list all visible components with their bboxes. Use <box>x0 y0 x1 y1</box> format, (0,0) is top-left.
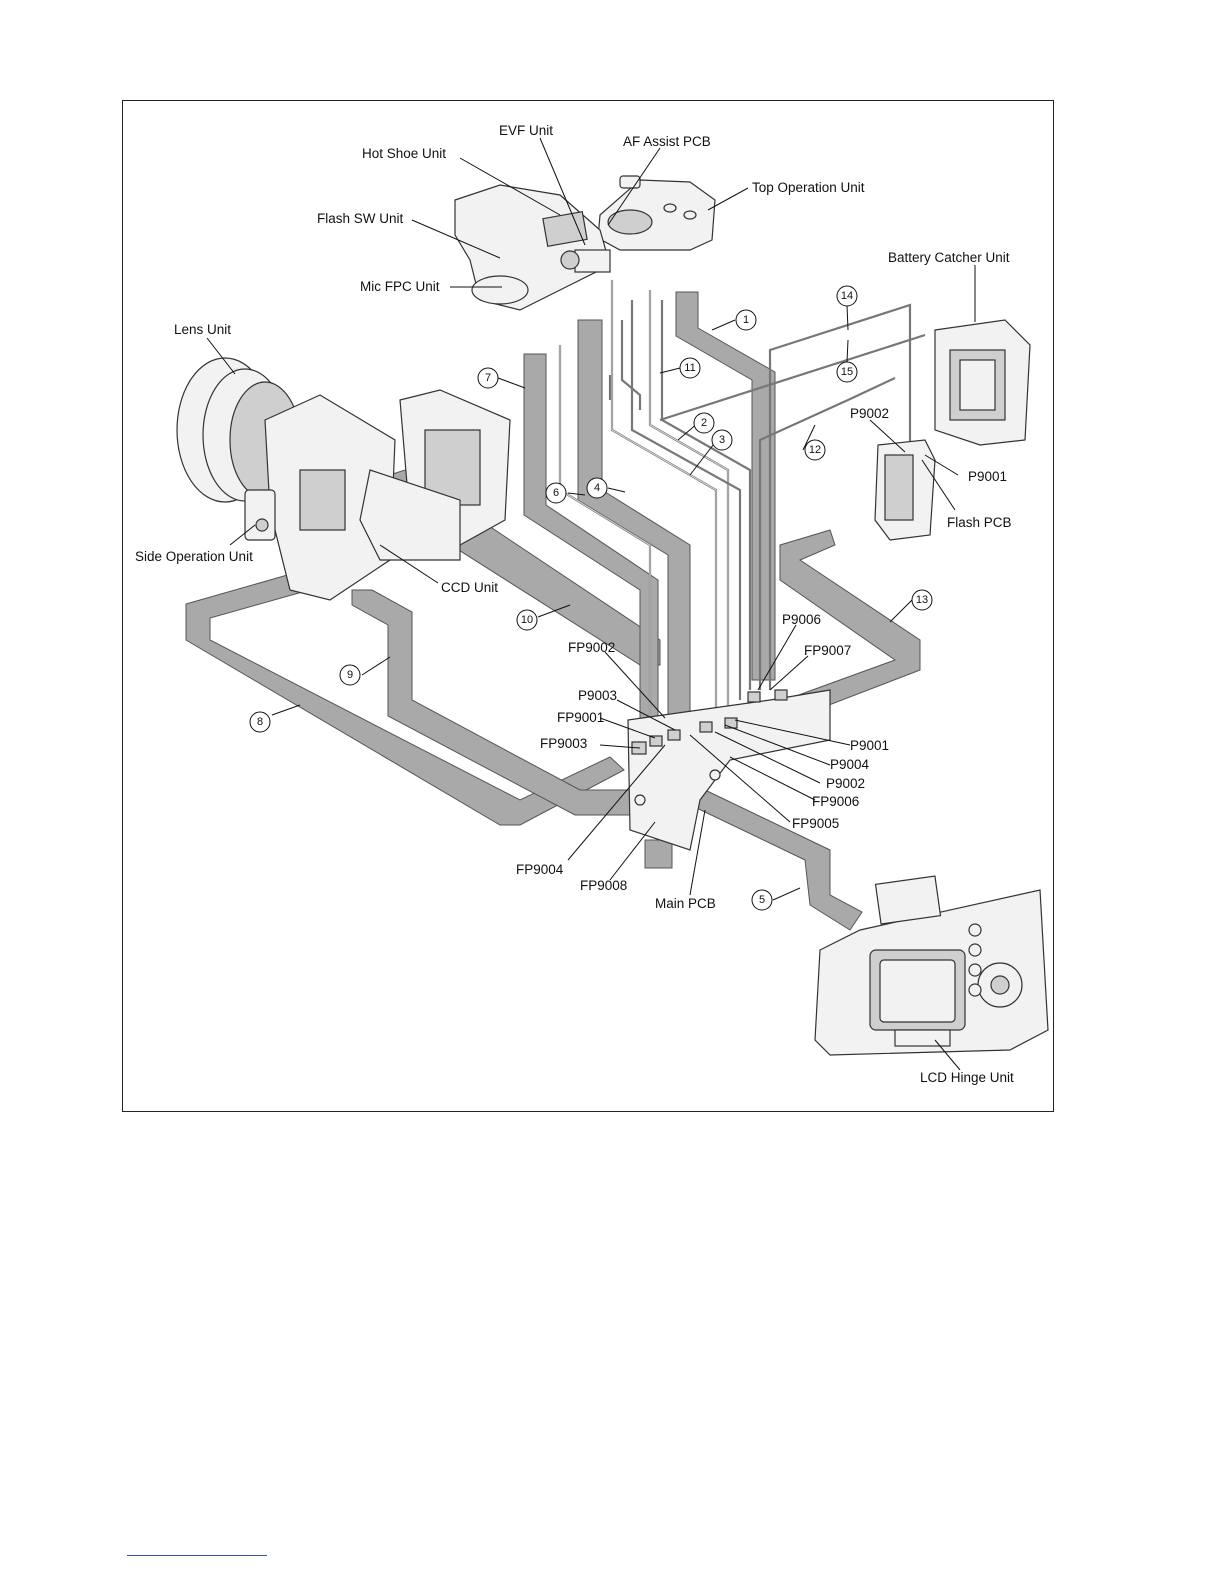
svg-text:11: 11 <box>684 362 695 374</box>
label-af-assist-pcb: AF Assist PCB <box>623 134 711 149</box>
cable-14 <box>768 303 912 690</box>
label-fp9006: FP9006 <box>812 794 859 809</box>
cable-number-5: 5 <box>751 889 773 911</box>
battery-catcher-unit-part <box>934 319 1031 446</box>
cable-number-12: 12 <box>804 439 826 461</box>
svg-text:8: 8 <box>257 716 263 728</box>
label-main-pcb: Main PCB <box>655 896 716 911</box>
svg-text:14: 14 <box>841 290 853 302</box>
cable-number-6: 6 <box>545 482 567 504</box>
cable-15 <box>659 333 926 422</box>
label-mic-fpc-unit: Mic FPC Unit <box>360 279 440 294</box>
cable-11 <box>620 320 642 410</box>
cable-main-lower <box>644 839 673 869</box>
top-operation-unit-part <box>597 175 716 251</box>
label-fp9007: FP9007 <box>804 643 851 658</box>
label-p9001-main: P9001 <box>850 738 889 753</box>
label-lens-unit: Lens Unit <box>174 322 231 337</box>
label-p9002-flash: P9002 <box>850 406 889 421</box>
svg-text:3: 3 <box>719 434 725 446</box>
label-p9002-main: P9002 <box>826 776 865 791</box>
label-lcd-hinge-unit: LCD Hinge Unit <box>920 1070 1014 1085</box>
cable-number-14: 14 <box>836 285 858 307</box>
label-evf-unit: EVF Unit <box>499 123 553 138</box>
label-p9004: P9004 <box>830 757 870 772</box>
svg-text:9: 9 <box>347 669 353 681</box>
flash-pcb-part <box>874 439 936 541</box>
cable-number-13: 13 <box>911 589 933 611</box>
leader-lines <box>206 137 976 1071</box>
cable-number-11: 11 <box>679 357 701 379</box>
svg-text:5: 5 <box>759 894 765 906</box>
cable-number-3: 3 <box>711 429 733 451</box>
label-flash-sw-unit: Flash SW Unit <box>317 211 404 226</box>
svg-text:1: 1 <box>743 314 749 326</box>
cable-number-7: 7 <box>477 367 499 389</box>
label-p9006-top: P9006 <box>782 612 821 627</box>
svg-text:12: 12 <box>809 444 821 456</box>
lcd-hinge-unit-part <box>814 875 1049 1056</box>
ccd-unit-part <box>359 389 511 561</box>
svg-text:7: 7 <box>485 372 491 384</box>
label-battery-catcher-unit: Battery Catcher Unit <box>888 250 1010 265</box>
svg-text:4: 4 <box>594 482 600 494</box>
label-top-operation-unit: Top Operation Unit <box>752 180 865 195</box>
label-ccd-unit: CCD Unit <box>441 580 498 595</box>
cable-1 <box>675 291 776 681</box>
cable-number-1: 1 <box>735 309 757 331</box>
label-p9003: P9003 <box>578 688 617 703</box>
label-fp9001: FP9001 <box>557 710 604 725</box>
label-hot-shoe-unit: Hot Shoe Unit <box>362 146 446 161</box>
label-fp9005: FP9005 <box>792 816 839 831</box>
label-flash-pcb: Flash PCB <box>947 515 1012 530</box>
lens-unit-part <box>176 357 396 601</box>
cable-number-10: 10 <box>516 609 538 631</box>
diagram-frame <box>122 100 1054 1112</box>
svg-text:15: 15 <box>841 366 853 378</box>
cable-number-15: 15 <box>836 361 858 383</box>
label-fp9002: FP9002 <box>568 640 615 655</box>
svg-text:10: 10 <box>521 614 533 626</box>
footer-rule <box>127 1555 267 1556</box>
cable-number-9: 9 <box>339 664 361 686</box>
label-fp9008: FP9008 <box>580 878 627 893</box>
cable-4 <box>577 319 691 731</box>
svg-text:6: 6 <box>553 487 559 499</box>
label-p9001-flash: P9001 <box>968 469 1007 484</box>
svg-text:13: 13 <box>916 594 928 606</box>
cable-12 <box>758 377 896 690</box>
cable-13 <box>779 529 921 721</box>
cable-number-8: 8 <box>249 711 271 733</box>
svg-text:2: 2 <box>701 417 707 429</box>
evf-hotshoe-assembly-part <box>454 184 611 311</box>
label-side-operation-unit: Side Operation Unit <box>135 549 253 564</box>
label-fp9004: FP9004 <box>516 862 564 877</box>
side-operation-unit-part <box>244 489 276 541</box>
label-fp9003: FP9003 <box>540 736 587 751</box>
cable-number-2: 2 <box>693 412 715 434</box>
cable-number-4: 4 <box>586 477 608 499</box>
